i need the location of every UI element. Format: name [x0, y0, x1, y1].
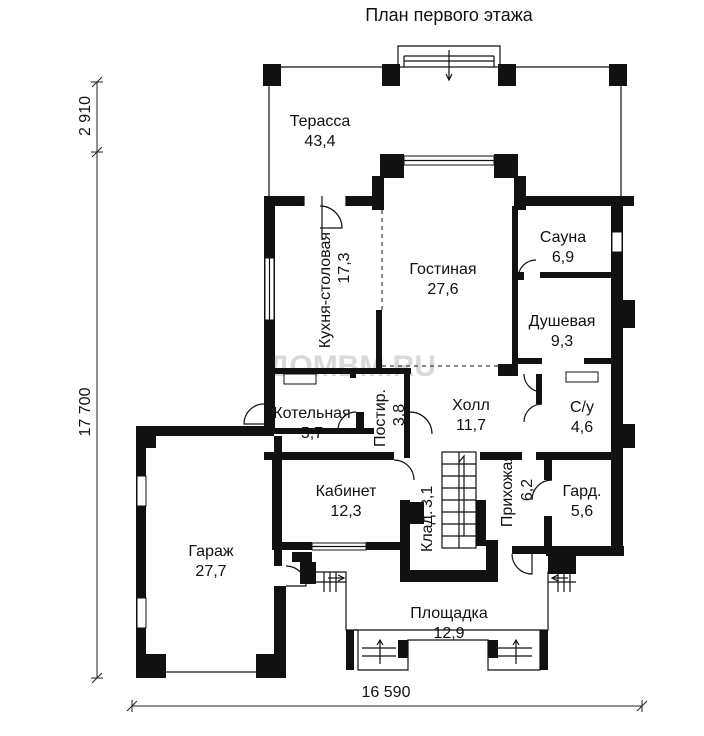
room-wardrobe-area: 5,6 [571, 503, 593, 520]
room-porch-name: Площадка [410, 605, 488, 622]
room-kitchen-area: 17,3 [336, 252, 353, 283]
room-pantry-name: Клад. [419, 511, 436, 552]
room-shower-name: Душевая [529, 313, 596, 330]
walls [136, 154, 635, 678]
room-labels: Терасса 43,4 Кухня-столовая 17,3 Гостина… [188, 113, 601, 642]
windows [136, 155, 623, 629]
plan-title: План первого этажа [365, 5, 534, 25]
terrace-outline [263, 45, 627, 196]
room-hall-area: 11,7 [456, 417, 486, 434]
dimension-terrace-depth: 2 910 [77, 96, 94, 136]
room-boiler-name: Котельная [273, 405, 350, 422]
room-pantry-area: 3,1 [419, 486, 436, 508]
room-hallway-area: 6,2 [519, 479, 536, 501]
room-terrace-name: Терасса [290, 113, 351, 130]
room-hall-name: Холл [452, 397, 490, 414]
room-study-name: Кабинет [316, 483, 378, 500]
room-wardrobe-name: Гард. [563, 483, 602, 500]
room-laundry-name: Постир. [372, 389, 389, 447]
room-wc-name: С/у [570, 399, 594, 416]
room-living-area: 27,6 [427, 281, 458, 298]
dimension-width: 16 590 [362, 684, 411, 701]
interior-lines [166, 196, 599, 673]
room-garage-area: 27,7 [195, 563, 226, 580]
dimension-height: 17 700 [77, 387, 94, 436]
room-sauna-name: Сауна [540, 229, 586, 246]
dimension-lines [91, 76, 648, 712]
room-shower-area: 9,3 [551, 333, 573, 350]
room-porch-area: 12,9 [433, 625, 464, 642]
room-boiler-area: 5,7 [301, 425, 323, 442]
room-laundry-area: 3,8 [391, 404, 408, 426]
room-wc-area: 4,6 [571, 419, 593, 436]
room-kitchen-name: Кухня-столовая [317, 232, 334, 348]
room-study-area: 12,3 [330, 503, 361, 520]
room-hallway-name: Прихожая [499, 453, 516, 527]
room-living-name: Гостиная [409, 261, 476, 278]
room-sauna-area: 6,9 [552, 249, 574, 266]
room-terrace-area: 43,4 [304, 133, 335, 150]
room-garage-name: Гараж [188, 543, 233, 560]
